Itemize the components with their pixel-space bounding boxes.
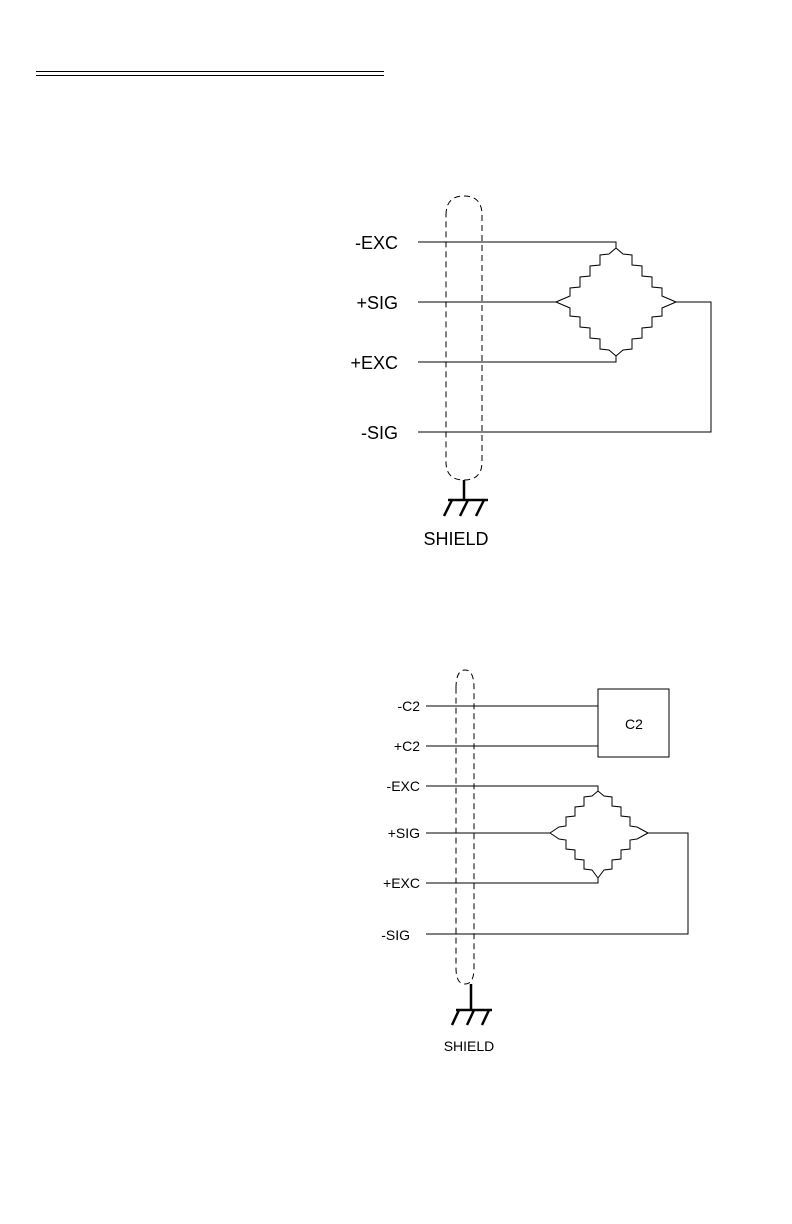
label-neg-sig: -SIG bbox=[381, 927, 410, 943]
label-pos-sig: +SIG bbox=[356, 293, 398, 313]
resistor-top-left bbox=[550, 791, 598, 833]
resistor-top-right bbox=[598, 791, 648, 833]
ground-icon bbox=[444, 480, 488, 516]
resistor-bottom-left bbox=[556, 302, 616, 356]
ground-icon bbox=[452, 984, 492, 1025]
label-neg-exc: -EXC bbox=[355, 233, 398, 253]
label-shield: SHIELD bbox=[444, 1038, 495, 1054]
label-pos-sig: +SIG bbox=[388, 825, 420, 841]
wire-neg-sig bbox=[418, 302, 711, 432]
label-pos-c2: +C2 bbox=[394, 738, 420, 754]
resistor-bottom-right bbox=[598, 833, 648, 878]
label-neg-sig: -SIG bbox=[361, 423, 398, 443]
label-shield: SHIELD bbox=[423, 529, 488, 549]
wire-neg-exc bbox=[426, 786, 598, 791]
wire-pos-exc bbox=[426, 878, 598, 883]
label-neg-exc: -EXC bbox=[387, 778, 420, 794]
resistor-bottom-left bbox=[550, 833, 598, 878]
label-pos-exc: +EXC bbox=[350, 353, 398, 373]
c2-box-label: C2 bbox=[625, 716, 643, 732]
shield-cable-outline bbox=[456, 670, 474, 984]
resistor-top-left bbox=[556, 248, 616, 302]
label-pos-exc: +EXC bbox=[383, 875, 420, 891]
wire-neg-exc bbox=[418, 242, 616, 248]
shield-cable-outline bbox=[446, 196, 482, 480]
label-neg-c2: -C2 bbox=[397, 698, 420, 714]
bridge-resistors bbox=[556, 248, 676, 356]
wire-pos-exc bbox=[418, 356, 616, 362]
resistor-top-right bbox=[616, 248, 676, 302]
resistor-bottom-right bbox=[616, 302, 676, 356]
diagram-1-load-cell: -EXC +SIG +EXC -SIG SHIELD bbox=[350, 196, 711, 549]
bridge-resistors bbox=[550, 791, 648, 878]
diagram-2-load-cell-c2: C2 -C2 bbox=[381, 670, 688, 1054]
